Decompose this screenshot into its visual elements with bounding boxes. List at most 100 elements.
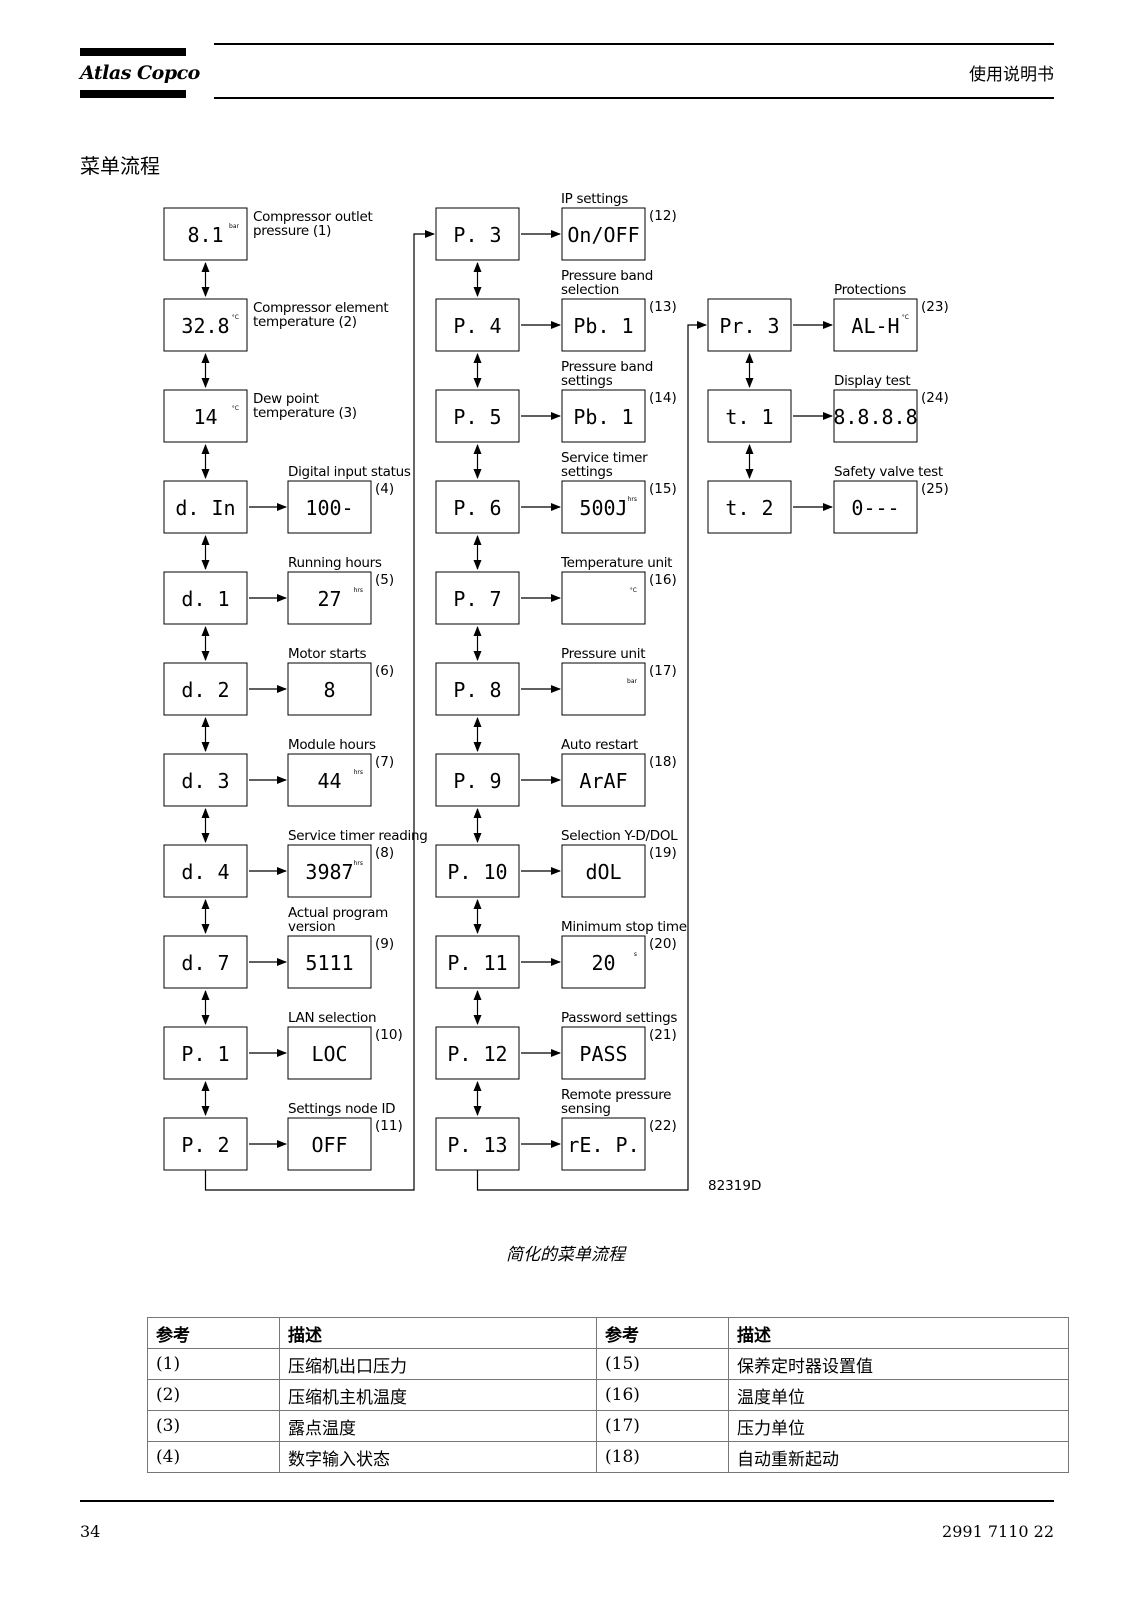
menu-code-display-box — [435, 480, 520, 534]
display-label: temperature (2) — [253, 314, 357, 330]
item-label: Digital input status — [288, 464, 411, 480]
value-display-text: 0--- — [851, 496, 899, 520]
item-label: LAN selection — [288, 1010, 376, 1026]
ref-number: (7) — [375, 754, 394, 770]
value-display-box — [287, 571, 372, 625]
main-display-box — [163, 298, 248, 352]
item-label: Auto restart — [561, 737, 638, 753]
menu-code-display-text: Pr. 3 — [719, 314, 779, 338]
table-cell: (16) — [596, 1379, 729, 1411]
item-label: Pressure unit — [561, 646, 645, 662]
item-label: Running hours — [288, 555, 382, 571]
main-display-text: 14 — [193, 405, 217, 429]
menu-code-display-text: P. 6 — [453, 496, 501, 520]
ref-number: (17) — [649, 663, 677, 679]
menu-code-display-box — [163, 753, 248, 807]
menu-code-display-box — [435, 389, 520, 443]
value-display-text: 100- — [305, 496, 353, 520]
menu-code-display-box — [435, 935, 520, 989]
value-display-box — [561, 1026, 646, 1080]
table-cell: (3) — [147, 1410, 280, 1442]
table-cell: 保养定时器设置值 — [728, 1348, 1069, 1380]
value-display-text: 44 — [317, 769, 341, 793]
menu-code-display-box — [435, 662, 520, 716]
item-label: selection — [561, 282, 619, 298]
table-header: 描述 — [279, 1317, 597, 1349]
ref-number: (15) — [649, 481, 677, 497]
menu-code-display-text: P. 11 — [447, 951, 507, 975]
menu-code-display-text: P. 5 — [453, 405, 501, 429]
value-display-unit: bar — [627, 678, 637, 685]
value-display-text: On/OFF — [567, 223, 639, 247]
header-rule-bottom — [214, 97, 1054, 99]
item-label: Settings node ID — [288, 1101, 395, 1117]
figure-id: 82319D — [708, 1178, 761, 1194]
value-display-box — [561, 935, 646, 989]
value-display-text: LOC — [311, 1042, 347, 1066]
value-display-text: 8 — [323, 678, 335, 702]
table-row: (2) 压缩机主机温度 (16) 温度单位 — [147, 1379, 1069, 1411]
value-display-box — [833, 389, 918, 443]
table-cell: 压缩机出口压力 — [279, 1348, 597, 1380]
menu-code-display-text: P. 8 — [453, 678, 501, 702]
ref-number: (23) — [921, 299, 949, 315]
ref-number: (11) — [375, 1118, 403, 1134]
item-label: IP settings — [561, 191, 628, 207]
menu-code-display-box — [163, 1117, 248, 1171]
ref-number: (20) — [649, 936, 677, 952]
menu-code-display-box — [163, 935, 248, 989]
reference-table: 参考 描述 参考 描述 (1) 压缩机出口压力 (15) 保养定时器设置值 (2… — [147, 1317, 1069, 1473]
menu-code-display-box — [707, 480, 792, 534]
table-cell: (18) — [596, 1441, 729, 1473]
ref-number: (8) — [375, 845, 394, 861]
item-label: Temperature unit — [560, 555, 672, 571]
section-title: 菜单流程 — [80, 154, 160, 178]
value-display-box — [561, 571, 646, 625]
value-display-box — [561, 480, 646, 534]
table-cell: 自动重新起动 — [728, 1441, 1069, 1473]
table-cell: (15) — [596, 1348, 729, 1380]
main-display-box — [163, 207, 248, 261]
menu-code-display-box — [163, 571, 248, 625]
main-display-unit: bar — [229, 223, 239, 230]
item-label: Service timer — [561, 450, 648, 466]
main-display-unit: °C — [232, 314, 239, 321]
ref-number: (18) — [649, 754, 677, 770]
value-display-box — [287, 935, 372, 989]
item-label: Password settings — [561, 1010, 677, 1026]
value-display-box — [561, 1117, 646, 1171]
atlas-copco-logo: Atlas Copco — [80, 48, 200, 100]
document-number: 2991 7110 22 — [942, 1522, 1054, 1541]
menu-code-display-text: P. 1 — [181, 1042, 229, 1066]
doc-type: 使用说明书 — [969, 65, 1054, 85]
menu-code-display-text: P. 4 — [453, 314, 501, 338]
value-display-unit: °C — [630, 587, 637, 594]
table-header-row: 参考 描述 参考 描述 — [147, 1317, 1069, 1349]
display-label: Compressor outlet — [253, 209, 373, 225]
table-cell: (1) — [147, 1348, 280, 1380]
column-connector — [476, 321, 707, 1191]
item-label: settings — [561, 464, 613, 480]
item-label: Motor starts — [288, 646, 366, 662]
value-display-box — [561, 753, 646, 807]
value-display-text: 500J — [579, 496, 627, 520]
menu-code-display-box — [163, 844, 248, 898]
value-display-unit: s — [634, 951, 637, 958]
display-label: Compressor element — [253, 300, 388, 316]
table-cell: (2) — [147, 1379, 280, 1411]
value-display-text: 3987 — [305, 860, 353, 884]
menu-code-display-text: P. 7 — [453, 587, 501, 611]
table-header: 参考 — [596, 1317, 729, 1349]
menu-code-display-text: d. In — [175, 496, 235, 520]
display-label: temperature (3) — [253, 405, 357, 421]
menu-code-display-box — [435, 844, 520, 898]
menu-code-display-box — [707, 298, 792, 352]
table-cell: (4) — [147, 1441, 280, 1473]
menu-code-display-box — [435, 753, 520, 807]
menu-code-display-text: P. 2 — [181, 1133, 229, 1157]
item-label: Safety valve test — [834, 464, 943, 480]
menu-code-display-box — [163, 662, 248, 716]
menu-code-display-box — [435, 1026, 520, 1080]
menu-code-display-text: P. 10 — [447, 860, 507, 884]
